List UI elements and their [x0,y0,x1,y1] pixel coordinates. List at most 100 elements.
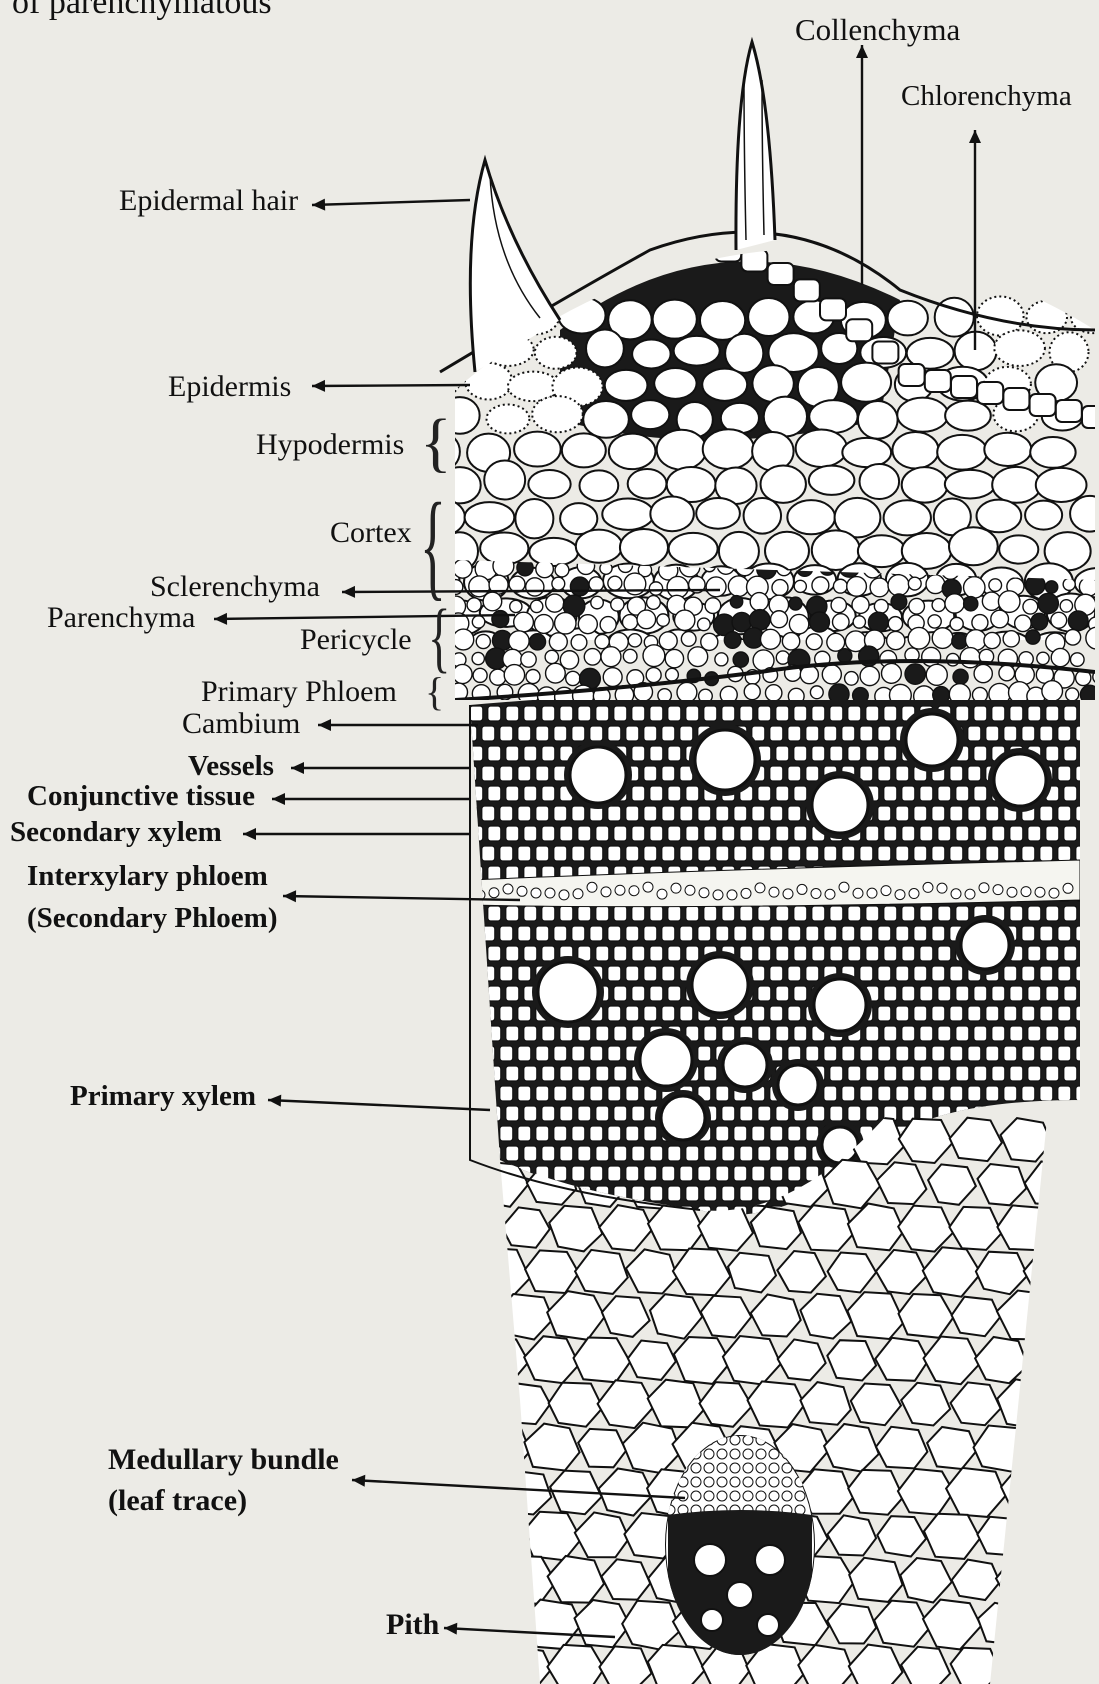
xylem-cell [1040,1006,1053,1021]
xylem-cell [974,1066,987,1081]
cortex-cell [992,467,1041,503]
xylem-cell [572,806,585,821]
xylem-cell [950,1006,963,1021]
xylem-cell [536,806,549,821]
interxylary-phloem-cell [1049,888,1059,898]
xylem-cell [554,1086,567,1101]
bundle-phloem-cell [743,1463,753,1473]
xylem-cell [524,1026,537,1041]
xylem-cell [722,826,735,841]
xylem-cell [536,926,549,941]
xylem-cell [884,786,897,801]
xylem-cell [1058,1046,1071,1061]
xylem-cell [626,1166,639,1181]
xylem-cell [866,1106,879,1121]
pericycle-cell [794,580,806,592]
xylem-cell [650,826,663,841]
xylem-cell [524,826,537,841]
cortex-cell [586,330,624,368]
xylem-cell [698,1046,711,1061]
xylem-cell [776,746,789,761]
label-sclerenchyma: Sclerenchyma [150,572,320,602]
interxylary-phloem-cell [671,883,681,893]
pericycle-cell [472,616,484,628]
xylem-cell [590,1126,603,1141]
xylem-cell [968,1086,981,1101]
pericycle-cell [908,577,921,590]
xylem-cell [1022,1086,1035,1101]
xylem-cell [662,926,675,941]
cortex-cell [583,401,629,438]
cortex-cell [654,368,696,399]
xylem-cell [902,946,915,961]
pericycle-cell [909,598,925,614]
epidermis-cell [1056,400,1082,422]
xylem-cell [662,766,675,781]
pericycle-cell [809,612,829,632]
xylem-cell [812,906,825,921]
epidermis-cell [925,370,951,392]
xylem-cell [770,846,783,861]
interxylary-phloem-cell [783,889,793,899]
xylem-cell [578,1066,591,1081]
xylem-cell [860,846,873,861]
pericycle-cell [514,612,534,632]
xylem-cell [734,806,747,821]
xylem-cell [488,786,501,801]
pericycle-cell [545,650,558,663]
cortex-cell [696,498,740,529]
pericycle-cell [510,600,522,612]
xylem-cell [968,846,981,861]
xylem-cell [626,1006,639,1021]
xylem-cell [902,786,915,801]
xylem-cell [590,1166,603,1181]
pericycle-cell [972,615,988,631]
xylem-cell [866,706,879,721]
xylem-cell [1058,766,1071,781]
pericycle-cell [649,582,662,595]
xylem-cell [578,826,591,841]
xylem-cell [572,846,585,861]
xylem-cell [914,806,927,821]
xylem-cell [1064,986,1077,1001]
pericycle-cell [549,633,567,651]
xylem-cell [932,1086,945,1101]
xylem-cell [578,706,591,721]
pericycle-cell [534,615,553,634]
interxylary-phloem-cell [489,888,499,898]
cortex-cell [748,298,789,336]
cortex-cell [609,434,656,470]
xylem-cell [866,946,879,961]
xylem-cell [518,1086,531,1101]
xylem-cell [788,806,801,821]
xylem-cell [488,986,501,1001]
xylem-cell [788,846,801,861]
pericycle-cell [1066,688,1079,701]
pericycle-cell [960,648,980,668]
xylem-cell [758,706,771,721]
xylem-cell [1064,906,1077,921]
xylem-cell [542,946,555,961]
xylem-cell [626,1086,639,1101]
pericycle-cell [789,597,802,610]
xylem-cell [842,726,855,741]
xylem-cell [722,706,735,721]
xylem-cell [776,786,789,801]
xylem-cell [650,1146,663,1161]
xylem-cell [470,706,483,721]
cortex-cell [632,340,670,369]
cortex-cell [796,430,847,467]
xylem-cell [1058,846,1071,861]
pericycle-cell [908,627,930,649]
chlorenchyma-cell [535,337,577,369]
xylem-cell [650,946,663,961]
xylem-cell [554,846,567,861]
pericycle-cell [974,664,992,682]
pericycle-cell [806,634,822,650]
xylem-cell [632,986,645,1001]
bundle-phloem-cell [730,1449,740,1459]
xylem-cell [902,1066,915,1081]
pericycle-cell [789,614,808,633]
pericycle-cell [832,614,849,631]
cortex-cell [984,433,1031,466]
